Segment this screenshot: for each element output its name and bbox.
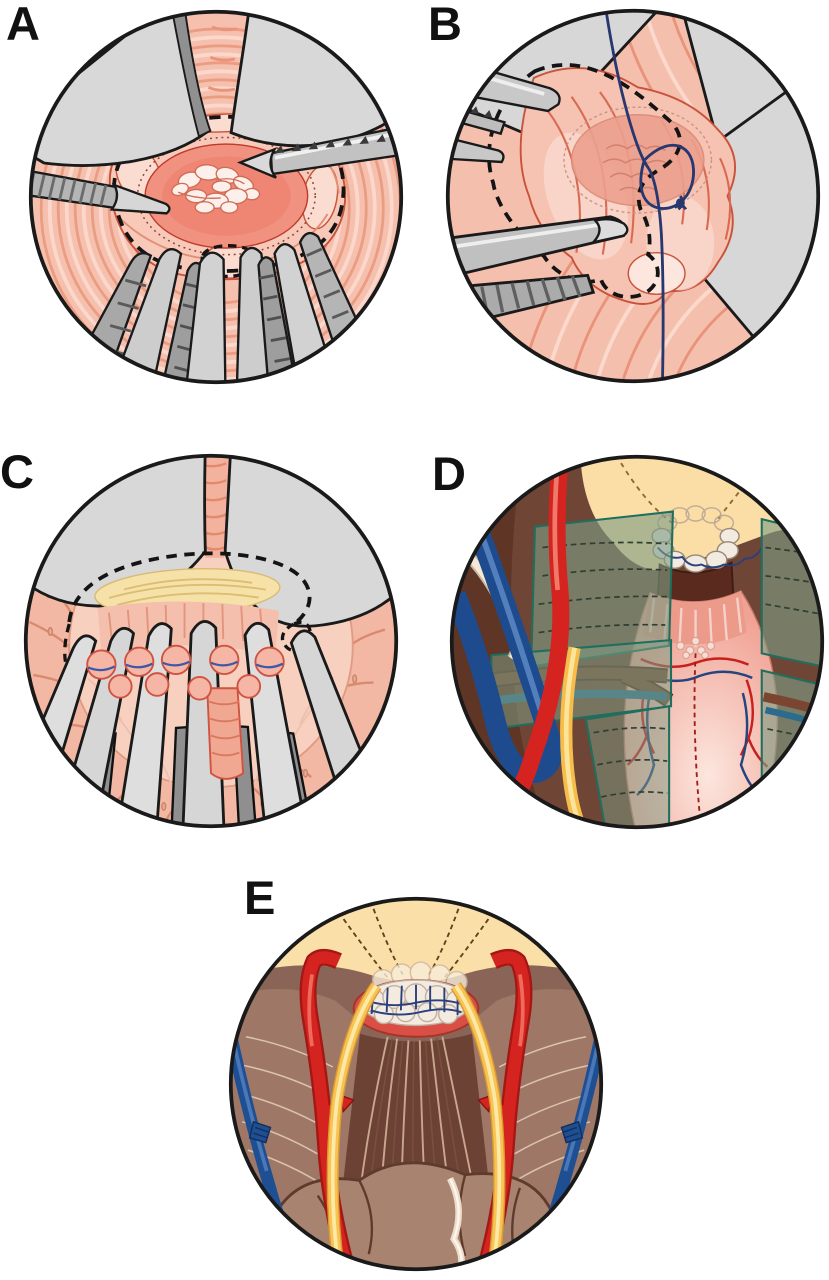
villous-tumor xyxy=(171,164,261,214)
purse-string-suture xyxy=(657,546,763,569)
fibrous-tissue-fan xyxy=(97,601,280,656)
smooth-grasper-tip xyxy=(108,248,183,383)
mucosal-gap-striations xyxy=(207,25,238,92)
panel-a-label: A xyxy=(6,0,40,50)
panel-d-illustration xyxy=(449,454,825,830)
dissection-midline-dashed xyxy=(693,653,703,828)
right-hypogastric-nerve-yellow xyxy=(450,982,506,1270)
panel-c-circle-border xyxy=(23,453,399,829)
ligated-tissue-lobules xyxy=(86,644,285,701)
panel-e-label: E xyxy=(244,871,276,924)
left-hypogastric-nerve-yellow xyxy=(326,982,382,1270)
midline-dashed-lines xyxy=(337,900,495,981)
panel-b-circle-border xyxy=(445,8,821,384)
right-retractor-blade xyxy=(229,11,402,148)
hypogastric-nerve-yellow xyxy=(560,646,599,828)
suture-knot xyxy=(675,198,685,207)
tissue-stalk xyxy=(206,687,245,780)
fibrous-strands xyxy=(358,1036,476,1208)
left-ribbed-grasper xyxy=(30,168,171,215)
panel-e-circle-border xyxy=(228,896,604,1272)
mucosal-band-striations xyxy=(197,462,227,551)
peritoneal-dashed-lines xyxy=(615,456,763,526)
smooth-grasper-tip xyxy=(184,251,227,383)
panel-d-label: D xyxy=(432,447,466,500)
excision-dashed-line xyxy=(487,63,682,299)
panel-b-illustration xyxy=(445,8,821,384)
panel-b-label: B xyxy=(428,0,462,50)
panel-d-circle-border xyxy=(449,454,825,830)
panel-a-illustration xyxy=(28,9,404,385)
chevron-probe xyxy=(257,256,299,383)
suture-ligatures xyxy=(87,660,284,672)
mesorectal-nodules xyxy=(676,636,716,660)
panel-c-illustration xyxy=(23,453,399,829)
right-serrated-grasper xyxy=(236,123,402,179)
panel-c-label: C xyxy=(0,445,34,498)
panel-e-illustration xyxy=(228,896,604,1272)
panel-a-circle-border xyxy=(28,9,404,385)
left-retractor-blade xyxy=(30,11,212,167)
